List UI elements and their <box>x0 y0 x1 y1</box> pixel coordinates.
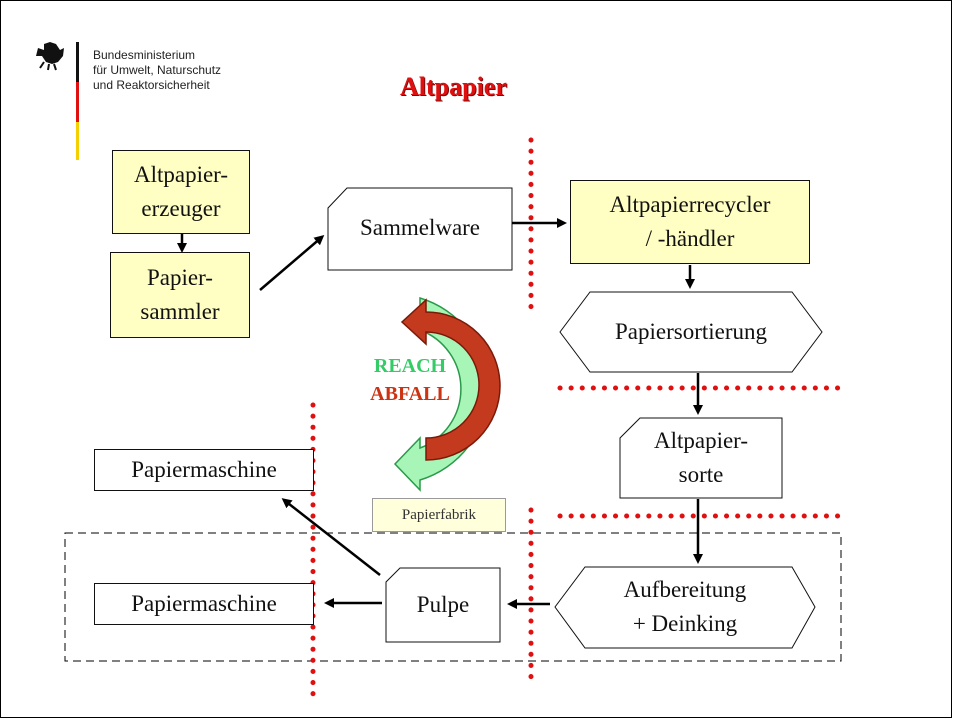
node-altpapierrecycler: Altpapierrecycler / -händler <box>570 180 810 264</box>
ministry-line-1: Bundesministerium <box>93 48 196 62</box>
ministry-line-2: für Umwelt, Naturschutz <box>93 63 222 77</box>
node-papiermaschine-top: Papiermaschine <box>94 449 314 491</box>
abfall-cycle-arrow-icon <box>400 298 501 461</box>
papierfabrik-label: Papierfabrik <box>372 498 506 532</box>
node-altpapiererzeuger: Altpapier- erzeuger <box>112 150 250 234</box>
flag-black-bar <box>76 42 79 82</box>
sammelware-shape <box>327 187 513 271</box>
altpapiersorte-shape <box>619 417 783 499</box>
flag-red-bar <box>76 82 79 122</box>
pulpe-shape <box>385 567 501 643</box>
abfall-label: ABFALL <box>370 383 450 405</box>
node-papiersortierung: Papiersortierung <box>614 319 767 344</box>
ministry-line-3: und Reaktorsicherheit <box>93 78 210 92</box>
node-sammelware: Sammelware <box>359 215 481 240</box>
page-title: Altpapier <box>400 72 507 101</box>
node-altpapiersorte: Altpapier- sorte <box>653 428 749 487</box>
papiersortierung-shape <box>559 291 823 373</box>
node-pulpe: Pulpe <box>416 592 470 617</box>
node-aufbereitung: Aufbereitung + Deinking <box>623 577 747 636</box>
node-papiermaschine-bottom: Papiermaschine <box>94 583 314 625</box>
aufbereitung-shape <box>554 566 816 649</box>
reach-label: REACH <box>373 355 447 377</box>
node-papiersammler: Papier- sammler <box>110 252 250 338</box>
arrow-sammler-to-sammelware <box>259 235 325 291</box>
ministry-name: Bundesministerium für Umwelt, Naturschut… <box>93 48 221 93</box>
eagle-icon <box>36 42 64 71</box>
papierfabrik-frame <box>64 532 842 662</box>
arrow-pulpe-to-maschine-top <box>281 498 381 576</box>
flag-gold-bar <box>76 122 79 160</box>
cycle-labels: REACH ABFALL <box>350 352 470 408</box>
